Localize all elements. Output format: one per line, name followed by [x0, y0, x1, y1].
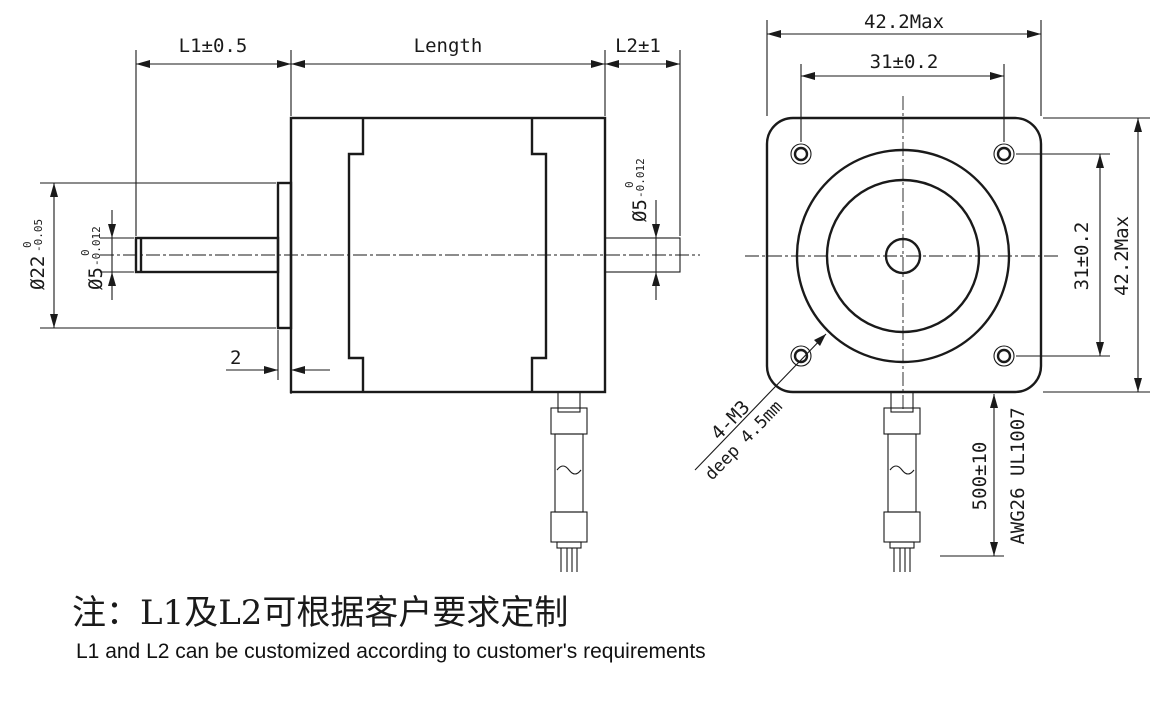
dim-shaft-tol-upper: 0 [79, 249, 92, 256]
stator-stack-outline-right [530, 118, 548, 392]
mounting-holes [790, 143, 1015, 367]
dim-rear-shaft-tol-upper: 0 [623, 181, 636, 188]
dim-shaft-tol-lower: -0.012 [90, 226, 103, 266]
wire-spec: AWG26 UL1007 [1007, 407, 1029, 544]
technical-drawing: L1±0.5 Length L2±1 Ø22 0 -0.05 Ø5 [21, 11, 1150, 572]
lead-wire-side [550, 391, 588, 572]
side-view: L1±0.5 Length L2±1 Ø22 0 -0.05 Ø5 [21, 35, 700, 572]
dim-boss-tol-lower: -0.05 [32, 219, 45, 252]
dim-height-max: 42.2Max [1111, 216, 1133, 296]
dim-l2: L2±1 [615, 35, 661, 57]
dim-rear-shaft-tol-lower: -0.012 [634, 158, 647, 198]
stator-stack-outline [347, 118, 365, 392]
dim-boss-tol-upper: 0 [21, 241, 34, 248]
lead-length: 500±10 [969, 442, 991, 511]
note-chinese: 注：L1及L2可根据客户要求定制 [72, 593, 569, 633]
dim-hole-spacing-v: 31±0.2 [1071, 222, 1093, 291]
front-boss [276, 181, 293, 330]
dim-boss-dia: Ø22 [27, 256, 49, 290]
note-english: L1 and L2 can be customized according to… [76, 640, 706, 663]
dim-boss-height: 2 [230, 347, 241, 369]
dim-l1: L1±0.5 [179, 35, 248, 57]
dim-rear-shaft-dia: Ø5 [629, 199, 651, 222]
lead-wire-front [883, 391, 921, 572]
dim-width-max: 42.2Max [864, 11, 944, 33]
dim-hole-spacing-h: 31±0.2 [870, 51, 939, 73]
front-view: 42.2Max 31±0.2 31±0.2 42.2Max 4-M3 [694, 11, 1150, 572]
dim-shaft-dia: Ø5 [85, 267, 107, 290]
dim-length: Length [414, 35, 483, 57]
